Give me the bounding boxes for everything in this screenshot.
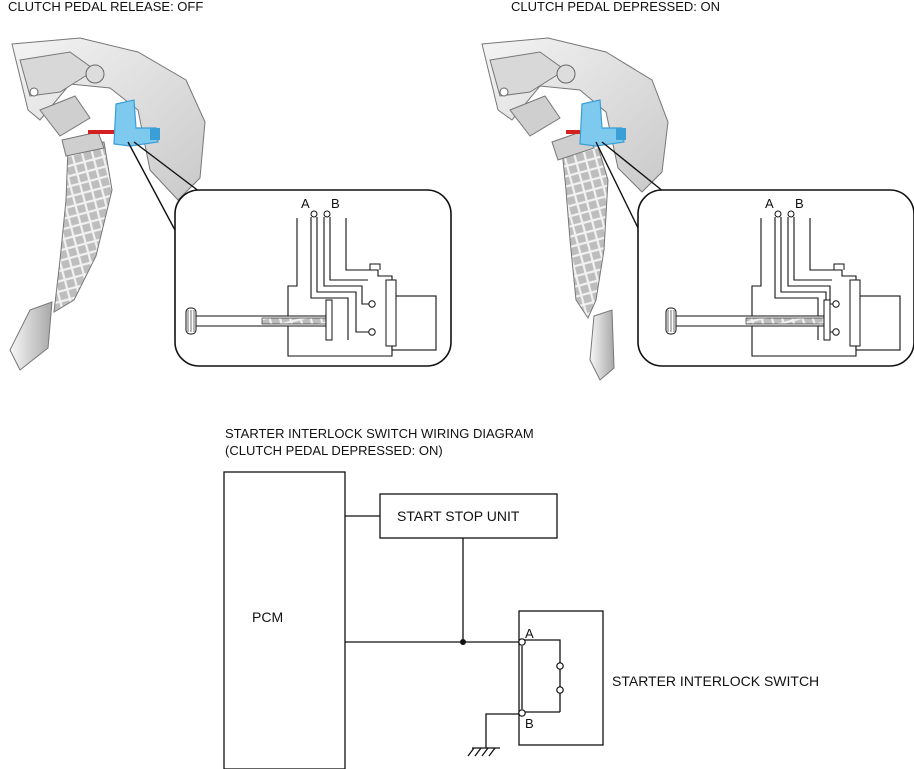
pedal-assembly-release [9, 37, 206, 371]
wiring-diagram [223, 471, 604, 769]
terminal-b-label-depressed: B [795, 196, 804, 211]
pedal-assembly-depressed [481, 37, 669, 381]
wiring-title: STARTER INTERLOCK SWITCH WIRING DIAGRAM [225, 426, 534, 441]
terminal-b-node [518, 709, 526, 717]
switch-plunger-depressed [566, 130, 580, 134]
wiring-terminal-a-label: A [525, 626, 534, 641]
start-stop-unit-box [379, 493, 558, 539]
pcm-label: PCM [252, 609, 283, 625]
panel-title-depressed: CLUTCH PEDAL DEPRESSED: ON [511, 0, 721, 14]
switch-plunger-release [88, 130, 114, 134]
pcm-box [223, 471, 346, 769]
starter-interlock-switch-label: STARTER INTERLOCK SWITCH [612, 673, 819, 689]
starter-interlock-switch-box [518, 610, 604, 746]
terminal-a-node [518, 638, 526, 646]
wiring-terminal-b-label: B [525, 716, 534, 731]
callout-depressed: A B [637, 189, 914, 367]
wiring-subtitle: (CLUTCH PEDAL DEPRESSED: ON) [225, 443, 443, 458]
terminal-b-label-release: B [331, 196, 340, 211]
terminal-a-label-depressed: A [765, 196, 774, 211]
terminal-a-label-release: A [301, 196, 310, 211]
callout-release: A B [174, 189, 452, 367]
start-stop-unit-label: START STOP UNIT [397, 508, 520, 524]
switch-contact-lower [556, 686, 564, 694]
switch-contact-upper [556, 662, 564, 670]
junction-dot [460, 639, 466, 645]
panel-title-release: CLUTCH PEDAL RELEASE: OFF [8, 0, 204, 14]
